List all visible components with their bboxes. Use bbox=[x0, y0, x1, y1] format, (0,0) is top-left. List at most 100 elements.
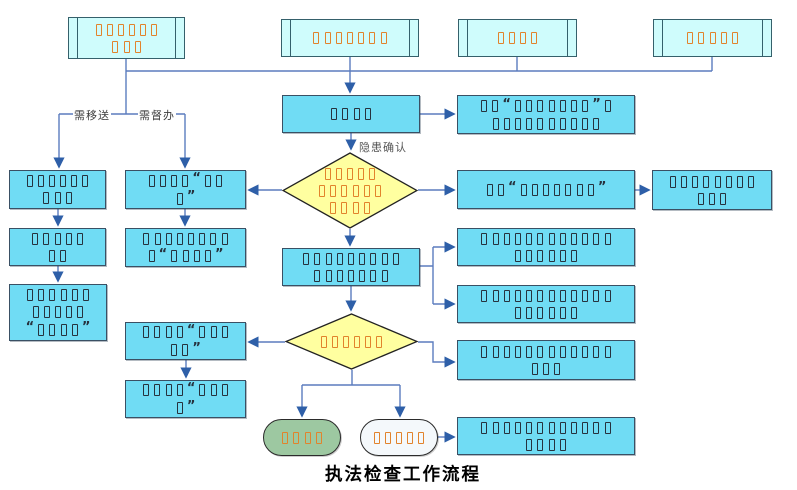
missing-glyph-box bbox=[570, 117, 577, 130]
missing-glyph-box bbox=[481, 100, 488, 112]
missing-glyph-box bbox=[313, 32, 320, 44]
missing-glyph-box bbox=[537, 345, 544, 358]
missing-glyph-box bbox=[537, 438, 544, 451]
missing-glyph-box bbox=[492, 117, 499, 130]
missing-glyph-box bbox=[669, 175, 676, 188]
missing-glyph-box bbox=[497, 32, 504, 44]
missing-glyph-box bbox=[199, 232, 206, 245]
missing-glyph-box bbox=[559, 289, 566, 302]
missing-glyph-text-line bbox=[490, 117, 602, 130]
missing-glyph-box bbox=[537, 249, 544, 262]
missing-glyph-box bbox=[736, 175, 743, 188]
node-source-1 bbox=[68, 17, 185, 59]
missing-glyph-box bbox=[503, 117, 510, 130]
missing-glyph-text-line bbox=[46, 249, 68, 262]
missing-glyph-box bbox=[221, 326, 228, 338]
missing-glyph-box bbox=[582, 117, 589, 130]
missing-glyph-box bbox=[369, 167, 376, 180]
subprocess-bar-icon bbox=[467, 20, 469, 56]
missing-glyph-box bbox=[38, 323, 45, 336]
missing-glyph-box bbox=[370, 252, 377, 265]
missing-glyph-box bbox=[171, 174, 178, 187]
missing-glyph-box bbox=[548, 289, 555, 302]
missing-glyph-box bbox=[176, 192, 183, 205]
missing-glyph-box bbox=[336, 269, 343, 282]
missing-glyph-box bbox=[112, 40, 119, 53]
node-terminator-continue bbox=[360, 419, 438, 456]
missing-glyph-box bbox=[77, 306, 84, 318]
missing-glyph-box bbox=[32, 306, 39, 318]
quote-mark: “ bbox=[502, 96, 511, 112]
node-left-transfer-2 bbox=[9, 228, 106, 266]
missing-glyph-box bbox=[320, 335, 327, 348]
missing-glyph-box bbox=[216, 174, 223, 187]
subprocess-bar-icon bbox=[408, 20, 410, 56]
missing-glyph-box bbox=[182, 344, 189, 356]
missing-glyph-text-line bbox=[512, 249, 579, 262]
missing-glyph-text-line bbox=[280, 431, 325, 444]
node-notice-right-top: “” bbox=[457, 95, 635, 134]
missing-glyph-box bbox=[182, 250, 189, 262]
missing-glyph-box bbox=[570, 249, 577, 262]
decision-diamond-icon bbox=[285, 313, 418, 370]
missing-glyph-box bbox=[134, 40, 141, 53]
missing-glyph-box bbox=[720, 32, 727, 44]
missing-glyph-box bbox=[370, 269, 377, 282]
missing-glyph-box bbox=[548, 249, 555, 262]
missing-glyph-box bbox=[418, 431, 425, 444]
missing-glyph-box bbox=[503, 289, 510, 302]
missing-glyph-box bbox=[531, 183, 538, 196]
missing-glyph-box bbox=[331, 335, 338, 348]
missing-glyph-box bbox=[336, 252, 343, 265]
missing-glyph-box bbox=[303, 252, 310, 265]
missing-glyph-box bbox=[154, 232, 161, 245]
node-record bbox=[282, 248, 420, 286]
missing-glyph-box bbox=[373, 431, 380, 444]
missing-glyph-box bbox=[697, 192, 704, 205]
missing-glyph-box bbox=[582, 100, 589, 112]
missing-glyph-box bbox=[481, 421, 488, 434]
missing-glyph-box bbox=[82, 289, 89, 301]
missing-glyph-box bbox=[129, 23, 136, 36]
missing-glyph-box bbox=[520, 183, 527, 196]
missing-glyph-box bbox=[384, 431, 391, 444]
missing-glyph-box bbox=[548, 306, 555, 319]
missing-glyph-box bbox=[32, 232, 39, 245]
node-notice-right-mid: “” bbox=[457, 170, 635, 209]
missing-glyph-box bbox=[353, 108, 360, 120]
missing-glyph-box bbox=[54, 192, 61, 204]
missing-glyph-box bbox=[543, 362, 549, 375]
missing-glyph-box bbox=[554, 362, 561, 375]
node-decision-1 bbox=[282, 152, 418, 229]
missing-glyph-box bbox=[687, 32, 694, 44]
missing-glyph-box bbox=[526, 438, 533, 451]
missing-glyph-box bbox=[604, 421, 611, 434]
missing-glyph-box bbox=[176, 326, 183, 338]
missing-glyph-box bbox=[582, 232, 589, 245]
missing-glyph-box bbox=[548, 100, 555, 112]
node-left-transfer-1 bbox=[9, 170, 106, 209]
missing-glyph-box bbox=[43, 306, 50, 318]
missing-glyph-box bbox=[154, 384, 161, 396]
missing-glyph-box bbox=[515, 100, 522, 112]
missing-glyph-box bbox=[604, 345, 611, 358]
missing-glyph-box bbox=[554, 183, 561, 196]
missing-glyph-text-line bbox=[41, 192, 75, 204]
missing-glyph-box bbox=[314, 269, 321, 282]
missing-glyph-box bbox=[151, 23, 158, 36]
node-decision-2 bbox=[285, 313, 418, 370]
missing-glyph-box bbox=[548, 117, 555, 130]
missing-glyph-box bbox=[347, 167, 353, 180]
missing-glyph-box bbox=[407, 431, 414, 444]
missing-glyph-box bbox=[515, 289, 522, 302]
missing-glyph-text-line bbox=[479, 345, 613, 358]
missing-glyph-text-line bbox=[695, 192, 729, 205]
missing-glyph-text-line: “” bbox=[484, 181, 608, 196]
missing-glyph-box bbox=[154, 326, 161, 338]
missing-glyph-box bbox=[60, 249, 67, 262]
flow-connector bbox=[420, 247, 434, 304]
missing-glyph-box bbox=[526, 249, 533, 262]
subprocess-bar-icon bbox=[662, 20, 664, 56]
missing-glyph-box bbox=[380, 32, 387, 44]
